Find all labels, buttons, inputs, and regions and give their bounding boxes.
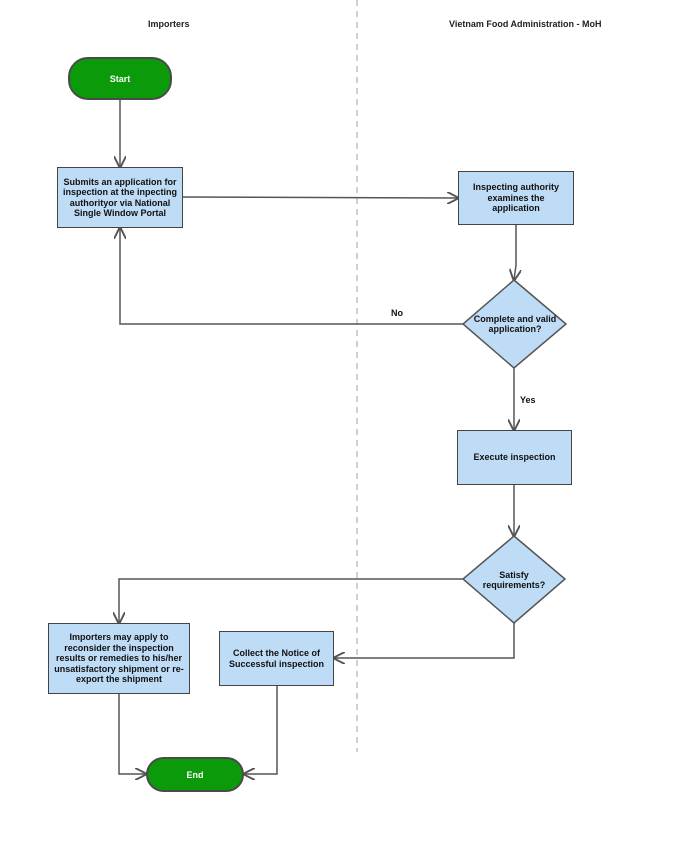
edge-no-to-submit xyxy=(120,228,463,325)
submit-application-box[interactable]: Submits an application for inspection at… xyxy=(57,167,183,228)
no-label: No xyxy=(391,308,403,318)
lane-title-authority: Vietnam Food Administration - MoH xyxy=(449,19,602,29)
edge-submit-to-examine xyxy=(181,197,458,198)
reconsider-box[interactable]: Importers may apply to reconsider the in… xyxy=(48,623,190,694)
examine-application-box[interactable]: Inspecting authority examines the applic… xyxy=(458,171,574,225)
collect-notice-box[interactable]: Collect the Notice of Successful inspect… xyxy=(219,631,334,686)
edge-satisfy-to-collect xyxy=(334,623,515,658)
execute-inspection-box[interactable]: Execute inspection xyxy=(457,430,572,485)
edge-collect-to-end xyxy=(244,685,278,774)
satisfy-decision-diamond xyxy=(461,535,567,624)
edge-satisfy-to-reconsider xyxy=(119,578,463,623)
edge-reconsider-to-end xyxy=(118,693,146,774)
yes-label: Yes xyxy=(520,395,536,405)
valid-decision-label: Complete and valid application? xyxy=(473,313,557,335)
valid-decision-diamond xyxy=(461,279,568,369)
end-node[interactable]: End xyxy=(146,757,244,792)
start-node[interactable]: Start xyxy=(68,57,172,100)
satisfy-decision-label: Satisfy requirements? xyxy=(482,569,546,591)
edge-examine-to-valid xyxy=(514,225,516,280)
lane-title-importers: Importers xyxy=(148,19,190,29)
